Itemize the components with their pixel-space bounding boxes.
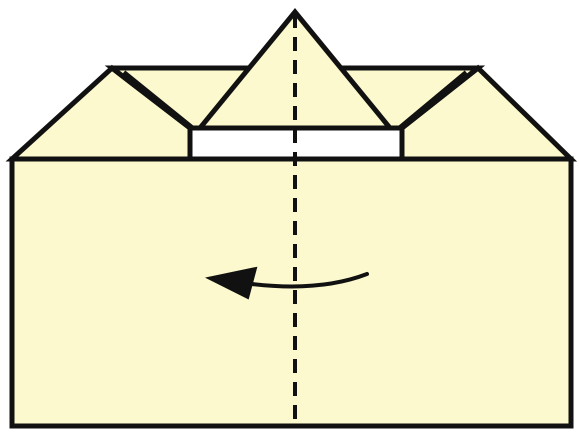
paper-body	[12, 159, 571, 426]
